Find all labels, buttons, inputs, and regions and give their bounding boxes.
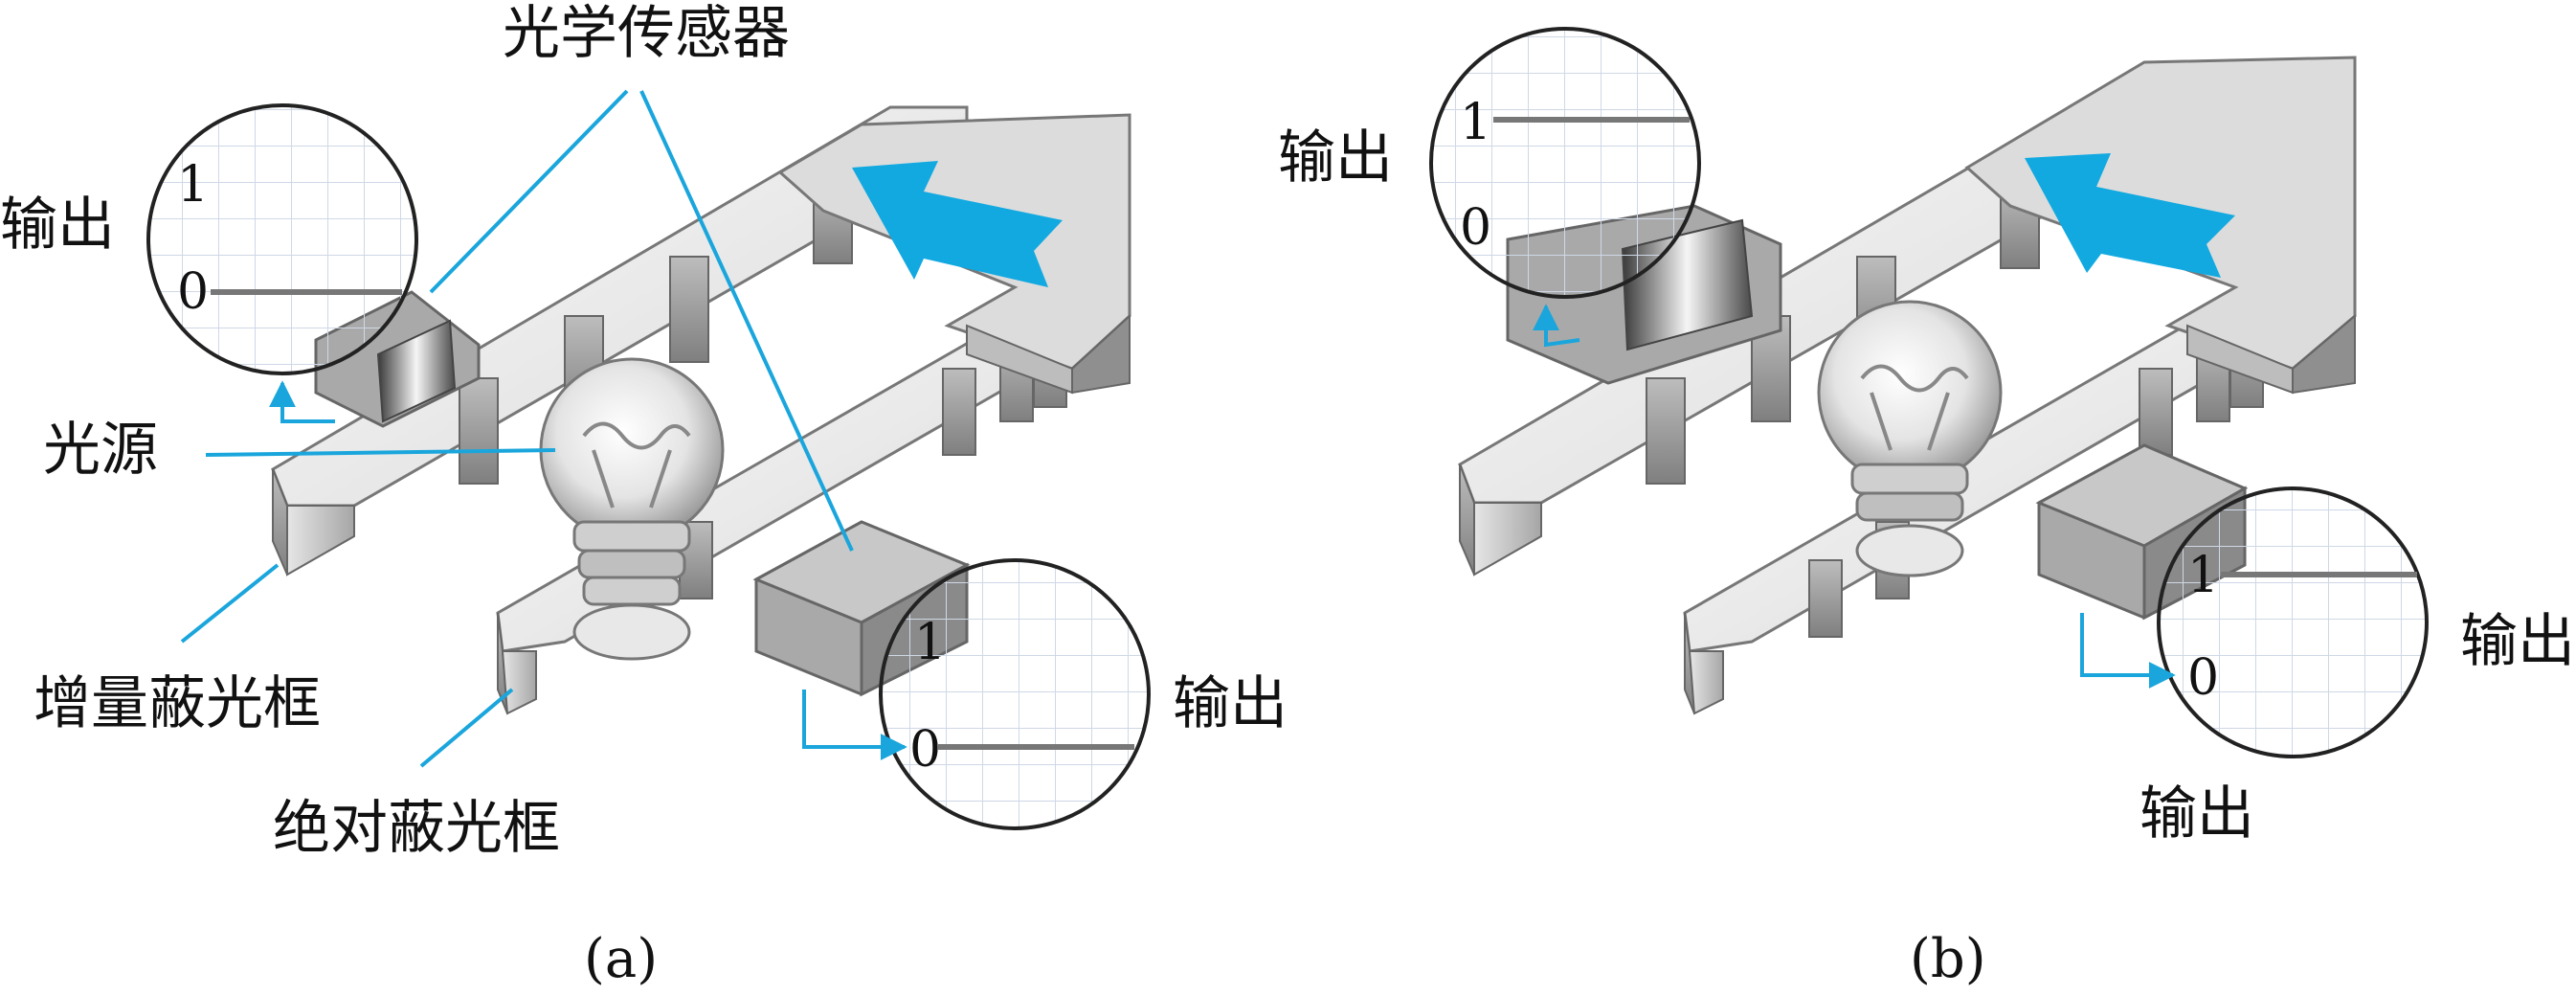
leader-lines-a <box>180 89 854 768</box>
gauge-tick-high: 1 <box>177 156 209 214</box>
output-gauge-upper-b: 1 0 <box>1429 27 1701 299</box>
caption-a: (a) <box>584 928 658 990</box>
label-incremental-frame: 增量蔽光框 <box>34 670 321 737</box>
gauge-tick-low: 0 <box>1460 199 1491 257</box>
motion-arrow-icon <box>852 161 1063 287</box>
gauge-tick-low: 0 <box>2187 649 2219 707</box>
label-output-upper-a: 输出 <box>0 192 115 259</box>
gauge-tick-high: 1 <box>1460 94 1491 151</box>
label-absolute-frame: 绝对蔽光框 <box>273 795 560 862</box>
light-source-bulb <box>539 357 725 661</box>
gauge-tick-high: 1 <box>2187 547 2219 604</box>
light-source-bulb <box>1817 300 2003 577</box>
output-gauge-lower-a: 1 0 <box>879 558 1151 830</box>
gauge-tick-low: 0 <box>177 263 209 321</box>
motion-arrow-icon <box>2025 153 2235 278</box>
label-output-bottom-b: 输出 <box>2139 780 2254 848</box>
gauge-tick-high: 1 <box>914 614 946 671</box>
label-output-lower-a: 输出 <box>1173 670 1288 737</box>
signal-arrow-lower <box>802 690 907 760</box>
panel-a: 1 0 1 0 光学传感器 输出 光源 增量蔽光框 输出 绝对蔽光框 (a) <box>0 0 1288 990</box>
label-optical-sensor: 光学传感器 <box>503 0 790 67</box>
label-output-upper-b: 输出 <box>1278 124 1393 192</box>
label-light-source: 光源 <box>43 417 158 484</box>
gauge-tick-low: 0 <box>909 721 941 779</box>
signal-arrow-upper <box>1533 304 1580 348</box>
label-output-right-b: 输出 <box>2460 608 2575 675</box>
panel-b: 1 0 1 0 输出 输出 输出 (b) <box>1278 27 2575 990</box>
output-gauge-upper-a: 1 0 <box>146 103 418 375</box>
output-gauge-lower-b: 1 0 <box>2157 486 2429 758</box>
signal-arrow-upper <box>269 380 335 423</box>
caption-b: (b) <box>1910 928 1986 990</box>
signal-arrow-lower <box>2080 613 2176 689</box>
